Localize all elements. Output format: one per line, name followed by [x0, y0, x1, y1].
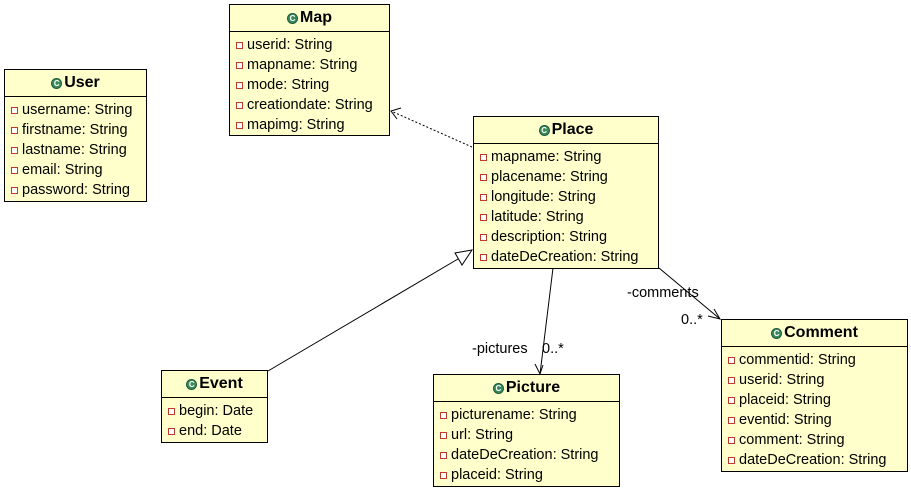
- class-comment-header: Comment: [722, 320, 907, 347]
- attribute-row: mapimg: String: [236, 115, 389, 135]
- private-field-icon: [236, 41, 243, 49]
- private-field-icon: [236, 101, 243, 109]
- private-field-icon: [728, 456, 735, 464]
- comments-multiplicity-label: 0..*: [681, 312, 703, 328]
- class-event-name: Event: [199, 375, 243, 392]
- private-field-icon: [480, 213, 487, 221]
- private-field-icon: [236, 61, 243, 69]
- attribute-row: begin: Date: [168, 401, 267, 421]
- attribute-row: comment: String: [728, 430, 907, 450]
- association-comment-arrowhead: [707, 308, 722, 320]
- class-event-header: Event: [162, 371, 267, 398]
- class-icon: [492, 382, 504, 394]
- class-place-header: Place: [474, 117, 658, 144]
- class-picture[interactable]: Picture picturename: String url: String …: [433, 374, 620, 487]
- attribute-row: picturename: String: [440, 405, 619, 425]
- private-field-icon: [728, 356, 735, 364]
- attribute-row: longitude: String: [480, 187, 658, 207]
- class-map-name: Map: [300, 9, 332, 26]
- attribute-row: eventid: String: [728, 410, 907, 430]
- private-field-icon: [236, 81, 243, 89]
- association-place-comment: [658, 267, 721, 320]
- class-place-name: Place: [551, 121, 594, 138]
- attribute-row: description: String: [480, 227, 658, 247]
- attribute-row: commentid: String: [728, 350, 907, 370]
- class-icon: [186, 378, 198, 390]
- association-picture-arrowhead: [534, 363, 544, 376]
- class-icon: [771, 327, 783, 339]
- class-user-name: User: [64, 74, 100, 91]
- association-place-picture: [539, 267, 554, 375]
- pictures-multiplicity-label: 0..*: [542, 341, 564, 357]
- attribute-row: userid: String: [728, 370, 907, 390]
- private-field-icon: [440, 431, 447, 439]
- class-icon: [287, 12, 298, 24]
- pictures-role-label: -pictures: [472, 341, 528, 357]
- private-field-icon: [440, 471, 447, 479]
- attribute-row: end: Date: [168, 421, 267, 441]
- private-field-icon: [11, 166, 18, 174]
- class-picture-header: Picture: [434, 375, 619, 402]
- class-comment-name: Comment: [784, 324, 858, 341]
- attribute-row: mapname: String: [236, 55, 389, 75]
- attribute-row: dateDeCreation: String: [728, 450, 907, 470]
- generalization-event-place: [267, 255, 464, 372]
- attribute-row: placeid: String: [728, 390, 907, 410]
- private-field-icon: [728, 396, 735, 404]
- class-place[interactable]: Place mapname: String placename: String …: [473, 116, 659, 269]
- attribute-row: dateDeCreation: String: [440, 445, 619, 465]
- private-field-icon: [728, 376, 735, 384]
- attribute-row: mode: String: [236, 75, 389, 95]
- attribute-row: url: String: [440, 425, 619, 445]
- attribute-row: email: String: [11, 160, 146, 180]
- attribute-row: lastname: String: [11, 140, 146, 160]
- attribute-row: placeid: String: [440, 465, 619, 485]
- private-field-icon: [440, 411, 447, 419]
- private-field-icon: [480, 253, 487, 261]
- attribute-row: password: String: [11, 180, 146, 200]
- attribute-row: latitude: String: [480, 207, 658, 227]
- private-field-icon: [236, 121, 243, 129]
- class-user[interactable]: User username: String firstname: String …: [4, 69, 147, 202]
- private-field-icon: [728, 436, 735, 444]
- class-map-header: Map: [230, 5, 389, 32]
- private-field-icon: [480, 233, 487, 241]
- class-user-header: User: [5, 70, 146, 97]
- dependency-place-map: [390, 110, 473, 148]
- private-field-icon: [480, 153, 487, 161]
- attribute-row: username: String: [11, 100, 146, 120]
- attribute-row: firstname: String: [11, 120, 146, 140]
- comments-role-label: -comments: [627, 285, 699, 301]
- class-icon: [51, 77, 63, 89]
- class-map[interactable]: Map userid: String mapname: String mode:…: [229, 4, 390, 136]
- class-comment[interactable]: Comment commentid: String userid: String…: [721, 319, 908, 472]
- private-field-icon: [480, 193, 487, 201]
- class-picture-name: Picture: [505, 379, 561, 396]
- private-field-icon: [440, 451, 447, 459]
- private-field-icon: [11, 186, 18, 194]
- private-field-icon: [11, 126, 18, 134]
- private-field-icon: [11, 146, 18, 154]
- private-field-icon: [728, 416, 735, 424]
- attribute-row: placename: String: [480, 167, 658, 187]
- attribute-row: userid: String: [236, 35, 389, 55]
- attribute-row: creationdate: String: [236, 95, 389, 115]
- class-event[interactable]: Event begin: Date end: Date: [161, 370, 268, 443]
- private-field-icon: [480, 173, 487, 181]
- dependency-arrowhead: [390, 107, 402, 120]
- generalization-triangle: [454, 249, 474, 266]
- class-icon: [538, 124, 550, 136]
- attribute-row: mapname: String: [480, 147, 658, 167]
- private-field-icon: [168, 427, 175, 435]
- private-field-icon: [11, 106, 18, 114]
- attribute-row: dateDeCreation: String: [480, 247, 658, 267]
- private-field-icon: [168, 407, 175, 415]
